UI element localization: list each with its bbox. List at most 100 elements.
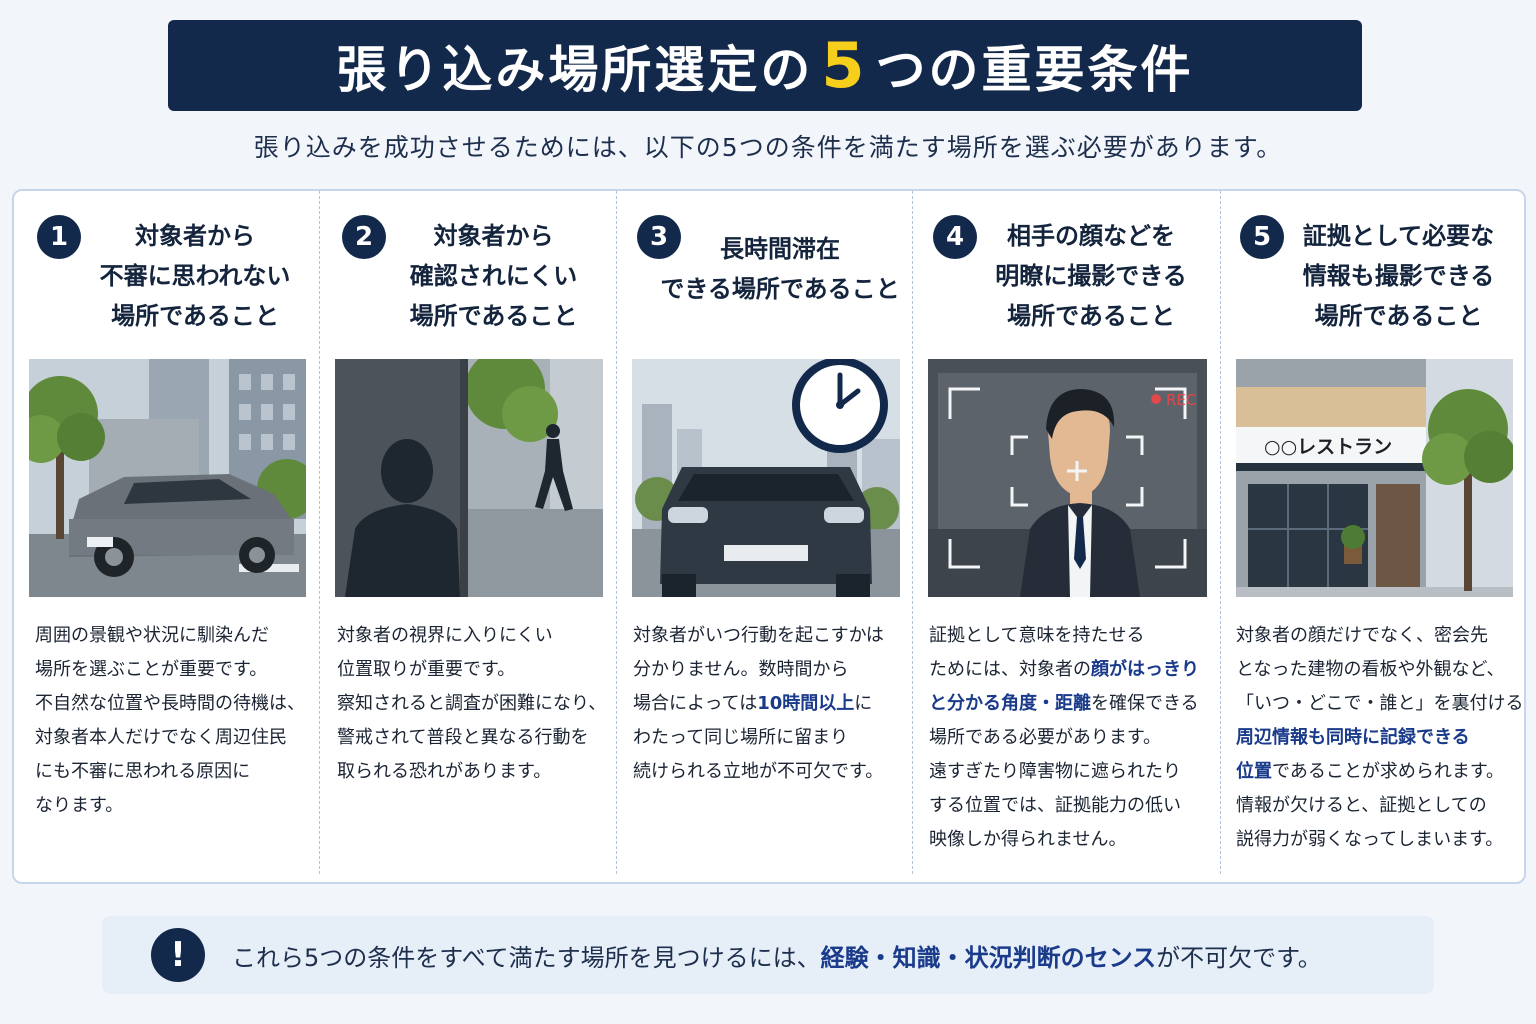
heading-line: 場所であること — [1007, 302, 1175, 330]
body-text: 遠すぎたり障害物に遮られたり — [929, 761, 1181, 782]
condition-number-badge: 5 — [1240, 215, 1284, 259]
title-number: 5 — [821, 29, 868, 102]
body-text: を確保できる — [1091, 693, 1199, 714]
exclamation-icon: ! — [151, 928, 205, 982]
body-text: 警戒されて普段と異なる行動を — [337, 727, 589, 748]
heading-line: 証拠として必要な — [1302, 222, 1495, 250]
body-text: 対象者がいつ行動を起こすかは — [633, 625, 884, 646]
body-text: 対象者本人だけでなく周辺住民 — [35, 727, 287, 748]
note-segment: これら5つの条件をすべて満たす場所を見つけるには、 — [232, 943, 821, 972]
title-text-before: 張り込み場所選定の — [336, 41, 814, 99]
column-divider — [319, 191, 320, 874]
body-line: 対象者本人だけでなく周辺住民 — [35, 721, 315, 755]
condition-heading: 証拠として必要な 情報も撮影できる 場所であること — [1271, 216, 1526, 336]
body-line: 位置であることが求められます。 — [1236, 755, 1526, 789]
highlight-text: 顔がはっきり — [1091, 659, 1199, 680]
condition-card-2: 2 対象者から 確認されにくい 場所であること 対象者の視界に入りにくい位置取り… — [320, 191, 617, 882]
heading-line: 対象者から — [433, 222, 554, 250]
condition-body: 対象者の顔だけでなく、密会先となった建物の看板や外観など、「いつ・どこで・誰と」… — [1236, 619, 1526, 857]
parked-car-illustration — [29, 359, 306, 597]
heading-line: 相手の顔などを — [1007, 222, 1175, 250]
body-text: にも不審に思われる原因に — [35, 761, 251, 782]
subtitle: 張り込みを成功させるためには、以下の5つの条件を満たす場所を選ぶ必要があります。 — [253, 133, 1283, 162]
heading-line: 情報も撮影できる — [1302, 262, 1495, 290]
highlight-text: と分かる角度・距離 — [929, 693, 1091, 714]
car-and-clock-illustration — [632, 359, 900, 597]
condition-card-1: 1 対象者から 不審に思われない 場所であること — [14, 191, 320, 882]
heading-line: 明瞭に撮影できる — [995, 262, 1187, 290]
condition-card-3: 3 長時間滞在 できる場所であること — [617, 191, 913, 882]
condition-body: 対象者の視界に入りにくい位置取りが重要です。察知されると調査が困難になり、警戒さ… — [337, 619, 617, 789]
body-text: 情報が欠けると、証拠としての — [1236, 795, 1487, 816]
body-text: わたって同じ場所に留まり — [633, 727, 849, 748]
body-line: 遠すぎたり障害物に遮られたり — [929, 755, 1219, 789]
body-text: 場所を選ぶことが重要です。 — [35, 659, 268, 680]
camera-viewfinder-image: REC — [928, 359, 1207, 597]
body-line: 不自然な位置や長時間の待機は、 — [35, 687, 315, 721]
body-text: 不自然な位置や長時間の待機は、 — [35, 693, 305, 714]
condition-body: 周囲の景観や状況に馴染んだ場所を選ぶことが重要です。不自然な位置や長時間の待機は… — [35, 619, 315, 823]
body-line: 位置取りが重要です。 — [337, 653, 617, 687]
hidden-observer-image — [335, 359, 603, 597]
highlight-text: 位置 — [1236, 761, 1272, 782]
body-line: 場合によっては10時間以上に — [633, 687, 913, 721]
condition-number-badge: 1 — [37, 215, 81, 259]
hidden-observer-illustration — [335, 359, 603, 597]
body-line: 説得力が弱くなってしまいます。 — [1236, 823, 1526, 857]
column-divider — [1220, 191, 1221, 874]
body-line: と分かる角度・距離を確保できる — [929, 687, 1219, 721]
heading-line: 不審に思われない — [99, 262, 291, 290]
body-line: 対象者の視界に入りにくい — [337, 619, 617, 653]
body-line: なります。 — [35, 789, 315, 823]
body-line: 証拠として意味を持たせる — [929, 619, 1219, 653]
column-divider — [912, 191, 913, 874]
body-line: となった建物の看板や外観など、 — [1236, 653, 1526, 687]
bottom-note: ! これら5つの条件をすべて満たす場所を見つけるには、経験・知識・状況判断のセン… — [102, 916, 1434, 994]
condition-number-badge: 2 — [342, 215, 386, 259]
condition-heading: 長時間滞在 できる場所であること — [647, 229, 913, 309]
body-text: 対象者の顔だけでなく、密会先 — [1236, 625, 1488, 646]
camera-viewfinder-illustration: REC — [928, 359, 1207, 597]
parked-car-image — [29, 359, 306, 597]
heading-line: 確認されにくい — [409, 262, 578, 290]
condition-number-badge: 4 — [933, 215, 977, 259]
body-line: 場所である必要があります。 — [929, 721, 1219, 755]
body-line: 取られる恐れがあります。 — [337, 755, 617, 789]
car-and-clock-image — [632, 359, 900, 597]
body-text: 場所である必要があります。 — [929, 727, 1162, 748]
body-text: 証拠として意味を持たせる — [929, 625, 1145, 646]
body-text: であることが求められます。 — [1272, 761, 1505, 782]
body-text: 映像しか得られません。 — [929, 829, 1127, 850]
body-line: 周囲の景観や状況に馴染んだ — [35, 619, 315, 653]
body-line: 映像しか得られません。 — [929, 823, 1219, 857]
heading-line: 対象者から — [135, 222, 255, 250]
body-text: 分かりません。数時間から — [633, 659, 849, 680]
restaurant-storefront-illustration: ○○レストラン — [1236, 359, 1513, 597]
body-text: に — [854, 693, 873, 714]
heading-line: 場所であること — [409, 302, 578, 330]
body-line: わたって同じ場所に留まり — [633, 721, 913, 755]
body-line: 対象者がいつ行動を起こすかは — [633, 619, 913, 653]
heading-line: できる場所であること — [660, 275, 900, 303]
conditions-panel: 1 対象者から 不審に思われない 場所であること — [12, 189, 1526, 884]
condition-card-5: 5 証拠として必要な 情報も撮影できる 場所であること ○○レストラン — [1221, 191, 1526, 882]
body-text: 続けられる立地が不可欠です。 — [633, 761, 884, 782]
body-text: 取られる恐れがあります。 — [337, 761, 552, 782]
condition-heading: 対象者から 不審に思われない 場所であること — [70, 216, 320, 336]
condition-number-badge: 3 — [637, 215, 681, 259]
title-text-after: つの重要条件 — [875, 41, 1194, 99]
body-line: ためには、対象者の顔がはっきり — [929, 653, 1219, 687]
body-line: 警戒されて普段と異なる行動を — [337, 721, 617, 755]
body-line: 分かりません。数時間から — [633, 653, 913, 687]
body-line: 続けられる立地が不可欠です。 — [633, 755, 913, 789]
body-text: となった建物の看板や外観など、 — [1236, 659, 1505, 680]
heading-line: 場所であること — [111, 302, 279, 330]
body-line: 場所を選ぶことが重要です。 — [35, 653, 315, 687]
body-text: 対象者の視界に入りにくい — [337, 625, 553, 646]
body-text: 周囲の景観や状況に馴染んだ — [35, 625, 269, 646]
body-text: 場合によっては — [633, 693, 758, 714]
body-text: 察知されると調査が困難になり、 — [337, 693, 607, 714]
body-line: 周辺情報も同時に記録できる — [1236, 721, 1526, 755]
body-line: 情報が欠けると、証拠としての — [1236, 789, 1526, 823]
